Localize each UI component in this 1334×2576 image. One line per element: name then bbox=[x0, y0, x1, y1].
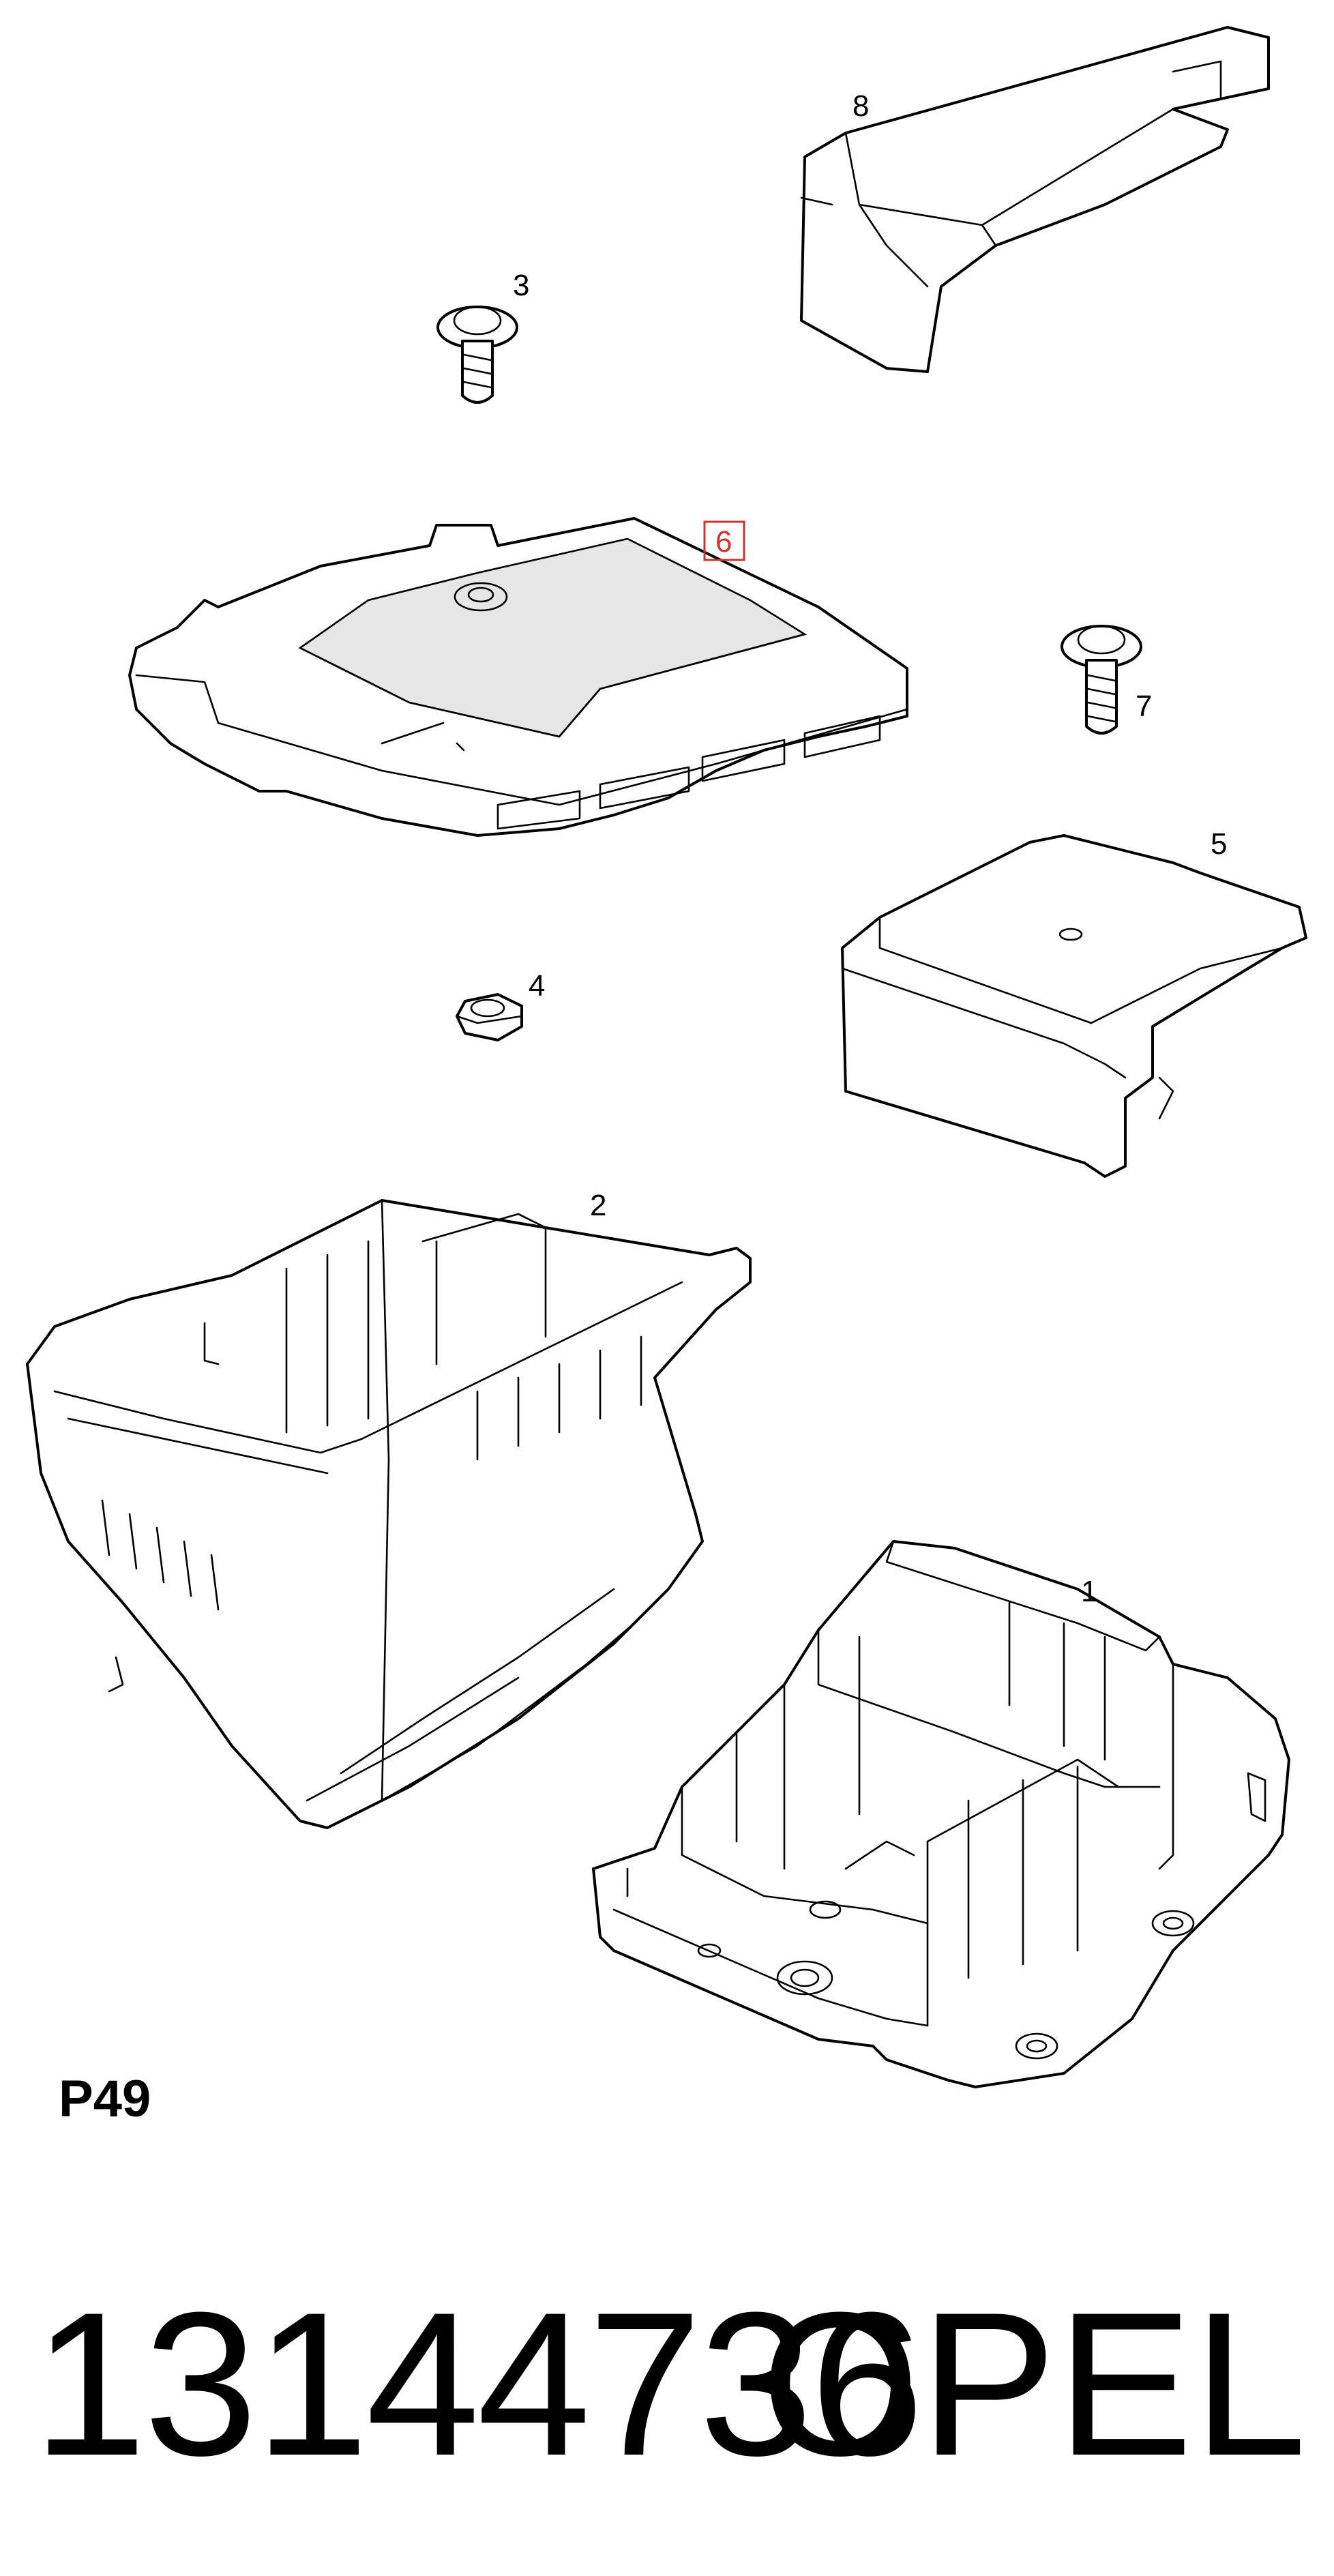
part-number: 13144736 bbox=[33, 2269, 924, 2498]
callout-6-highlight bbox=[703, 520, 745, 561]
part-8-bracket bbox=[800, 26, 1270, 373]
part-1-housing-base bbox=[592, 1540, 1290, 2088]
part-5-cover-box bbox=[841, 834, 1307, 1178]
callout-5: 5 bbox=[1211, 827, 1227, 861]
callout-3: 3 bbox=[513, 269, 529, 302]
page-code: P49 bbox=[59, 2070, 151, 2128]
callout-8: 8 bbox=[853, 89, 869, 123]
part-7-screw bbox=[1061, 625, 1142, 735]
brand-name: OPEL bbox=[760, 2269, 1307, 2498]
callout-7: 7 bbox=[1136, 690, 1152, 723]
callout-1: 1 bbox=[1081, 1575, 1097, 1608]
callout-2: 2 bbox=[590, 1189, 606, 1222]
part-3-screw bbox=[436, 306, 518, 404]
part-4-nut bbox=[456, 993, 523, 1041]
part-6-housing-lid bbox=[128, 517, 908, 837]
callout-6: 6 bbox=[715, 525, 732, 559]
callout-4: 4 bbox=[529, 969, 545, 1003]
part-2-lower-housing bbox=[26, 1199, 752, 1829]
